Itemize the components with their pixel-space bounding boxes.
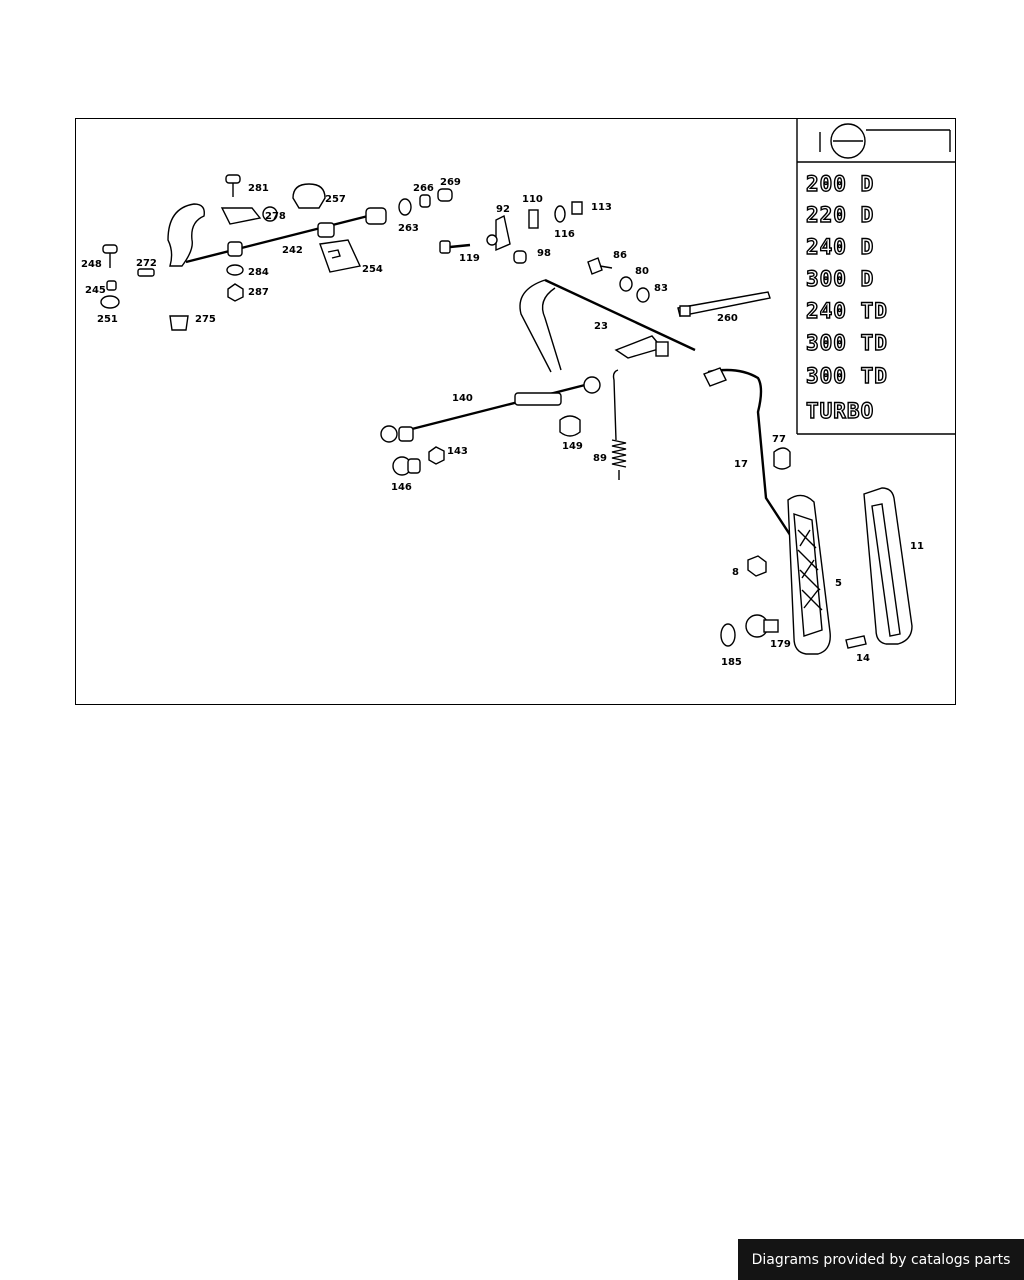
model-badge-turbo: TURBO <box>806 399 874 423</box>
model-badge-200d: 200 D <box>806 172 874 196</box>
model-badge-240td: 240 TD <box>806 299 888 323</box>
model-badge-300td: 300 TD <box>806 331 888 355</box>
part-label: 83 <box>654 283 668 294</box>
diagram-frame <box>75 118 956 705</box>
model-badge-300td-2: 300 TD <box>806 364 888 388</box>
part-shapes-right <box>677 291 913 655</box>
model-badge-300d: 300 D <box>806 267 874 291</box>
part-label: 248 <box>81 259 102 270</box>
part-label: 149 <box>562 441 583 452</box>
part-label: 140 <box>452 393 473 404</box>
part-label: 254 <box>362 264 383 275</box>
part-label: 8 <box>732 567 739 578</box>
part-label: 266 <box>413 183 434 194</box>
part-label: 11 <box>910 541 924 552</box>
part-label: 281 <box>248 183 269 194</box>
part-label: 80 <box>635 266 649 277</box>
part-label: 23 <box>594 321 608 332</box>
part-label: 89 <box>593 453 607 464</box>
part-label: 77 <box>772 434 786 445</box>
part-label: 143 <box>447 446 468 457</box>
part-shapes-center <box>380 201 696 480</box>
part-label: 14 <box>856 653 870 664</box>
part-label: 98 <box>537 248 551 259</box>
part-label: 110 <box>522 194 543 205</box>
part-label: 146 <box>391 482 412 493</box>
steering-wheel-icon <box>819 123 951 159</box>
part-label: 119 <box>459 253 480 264</box>
part-label: 251 <box>97 314 118 325</box>
part-label: 116 <box>554 229 575 240</box>
part-label: 257 <box>325 194 346 205</box>
part-label: 284 <box>248 267 269 278</box>
part-label: 245 <box>85 285 106 296</box>
part-label: 287 <box>248 287 269 298</box>
part-label: 269 <box>440 177 461 188</box>
part-shapes-left <box>100 174 453 331</box>
model-badge-panel: 200 D 220 D 240 D 300 D 240 TD 300 TD 30… <box>796 118 956 435</box>
model-badge-240d: 240 D <box>806 235 874 259</box>
part-label: 263 <box>398 223 419 234</box>
part-label: 113 <box>591 202 612 213</box>
part-label: 86 <box>613 250 627 261</box>
part-label: 260 <box>717 313 738 324</box>
part-label: 17 <box>734 459 748 470</box>
part-label: 179 <box>770 639 791 650</box>
part-labels: 281 257 266 269 110 92 113 278 263 116 2… <box>81 177 924 668</box>
model-badge-220d: 220 D <box>806 203 874 227</box>
part-label: 92 <box>496 204 510 215</box>
part-label: 278 <box>265 211 286 222</box>
part-label: 242 <box>282 245 303 256</box>
part-label: 275 <box>195 314 216 325</box>
part-label: 272 <box>136 258 157 269</box>
credit-banner: Diagrams provided by catalogs parts <box>738 1239 1024 1280</box>
part-label: 5 <box>835 578 842 589</box>
part-label: 185 <box>721 657 742 668</box>
